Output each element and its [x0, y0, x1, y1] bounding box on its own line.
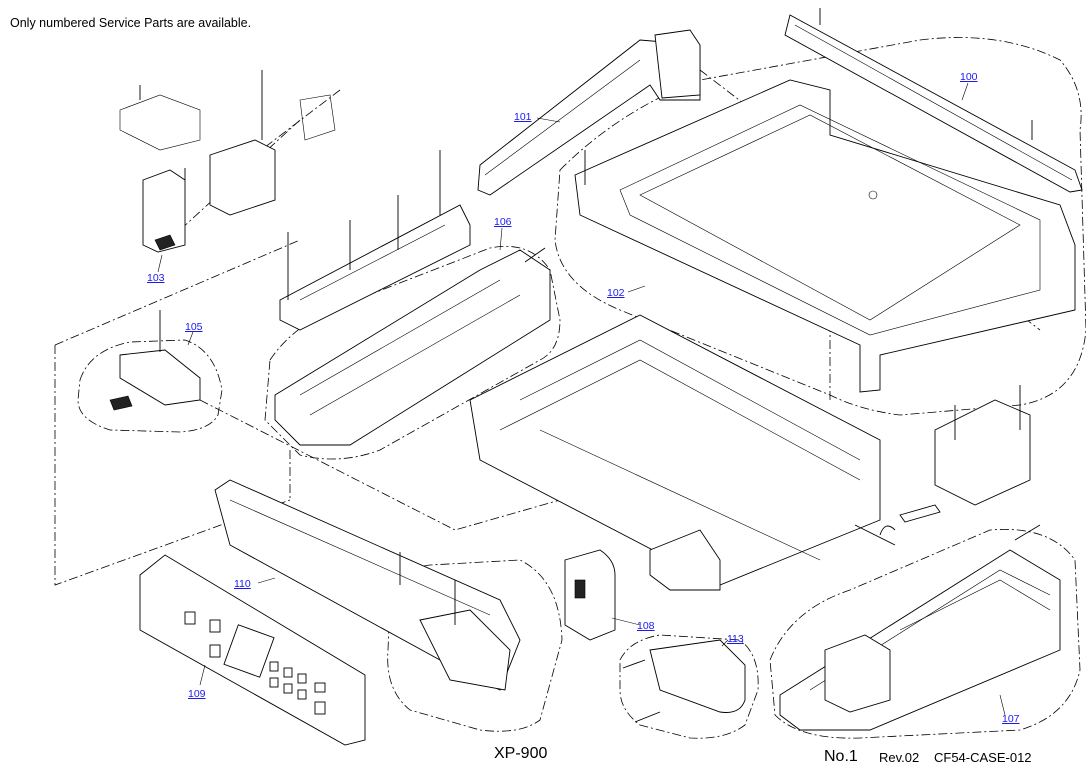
- sheet-number: No.1: [824, 748, 858, 765]
- group-outline-107: [769, 529, 1081, 739]
- part-108-ink-cover: [564, 549, 616, 641]
- part-ink-unit: [854, 385, 1031, 546]
- part-100-strip: [784, 8, 1083, 193]
- part-label-100[interactable]: 100: [960, 71, 978, 83]
- part-107-lower-housing: [779, 524, 1061, 731]
- part-board-assembly: [119, 70, 336, 216]
- part-103-card-cover: [142, 168, 186, 253]
- group-outline-106: [264, 245, 561, 460]
- part-central-mechanism: [469, 314, 881, 591]
- part-label-102[interactable]: 102: [607, 287, 625, 299]
- part-label-113[interactable]: 113: [727, 633, 744, 645]
- part-113-front-cover: [622, 639, 746, 723]
- part-101-rail: [477, 29, 701, 196]
- revision: Rev.02: [879, 750, 920, 765]
- part-102-housing-upper: [574, 79, 1076, 393]
- part-110-frame: [214, 479, 521, 691]
- part-label-107[interactable]: 107: [1002, 713, 1020, 725]
- part-label-105[interactable]: 105: [185, 321, 203, 333]
- part-label-101[interactable]: 101: [514, 111, 532, 123]
- part-label-108[interactable]: 108: [637, 620, 655, 632]
- leader-line: [199, 399, 561, 531]
- part-label-110[interactable]: 110: [234, 578, 251, 590]
- document-code: CF54-CASE-012: [934, 750, 1032, 765]
- group-outline-105: [77, 339, 223, 433]
- part-label-103[interactable]: 103: [147, 272, 165, 284]
- leader-line: [54, 345, 291, 586]
- model-name: XP-900: [494, 745, 548, 762]
- service-parts-note: Only numbered Service Parts are availabl…: [10, 16, 252, 30]
- label-leaders: [157, 82, 1006, 716]
- part-109-panel: [139, 554, 366, 746]
- leader-line: [54, 239, 301, 346]
- part-106-tray: [274, 247, 551, 446]
- part-label-109[interactable]: 109: [188, 688, 206, 700]
- part-label-106[interactable]: 106: [494, 216, 512, 228]
- part-main-board: [279, 150, 471, 331]
- group-outline-113: [619, 634, 759, 739]
- part-105-bracket: [109, 310, 201, 411]
